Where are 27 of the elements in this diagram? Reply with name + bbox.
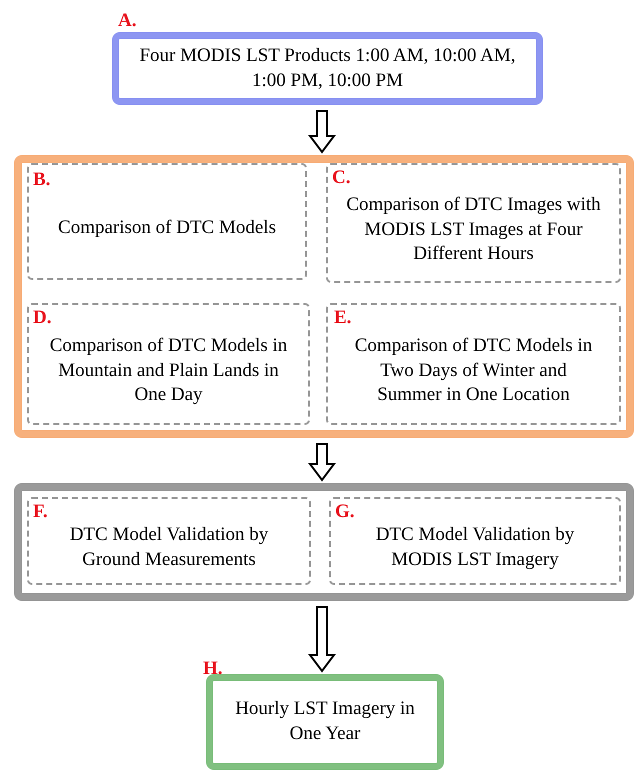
- dashed-box: [329, 497, 621, 585]
- panel-letter: E.: [334, 307, 352, 329]
- box-text: Comparison of DTC Models in Mountain and Plain Lands in One Day: [48, 334, 288, 408]
- dashed-box: [326, 303, 621, 425]
- dashed-box: [27, 497, 311, 585]
- hollow-arrow: [308, 606, 336, 673]
- box-text: Comparison of DTC Models in Two Days of Winter and Summer in One Location: [354, 334, 594, 408]
- group-panel: [14, 155, 634, 438]
- box-text: Comparison of DTC Images with MODIS LST Images at Four Different Hours: [346, 192, 601, 266]
- dashed-box: [27, 163, 307, 280]
- panel-letter: D.: [33, 307, 52, 329]
- dashed-box: [326, 163, 621, 283]
- dashed-box: [27, 303, 310, 425]
- box-text: DTC Model Validation by MODIS LST Imagery: [374, 523, 576, 572]
- box-text: Four MODIS LST Products 1:00 AM, 10:00 AM, 1:00 PM, 10:00 PM: [138, 44, 516, 92]
- hollow-arrow: [308, 110, 336, 154]
- panel-letter: G.: [335, 501, 355, 523]
- panel-letter: C.: [332, 167, 350, 189]
- hollow-arrow: [308, 443, 336, 482]
- box-text: Comparison of DTC Models: [58, 216, 276, 240]
- box-text: Hourly LST Imagery in One Year: [234, 697, 416, 746]
- panel-letter: B.: [33, 169, 50, 191]
- panel-letter: F.: [33, 501, 48, 523]
- panel-letter: A.: [118, 10, 136, 32]
- box-text: DTC Model Validation by Ground Measurements: [68, 523, 270, 572]
- group-panel: [14, 483, 634, 601]
- panel-letter: H.: [203, 658, 223, 680]
